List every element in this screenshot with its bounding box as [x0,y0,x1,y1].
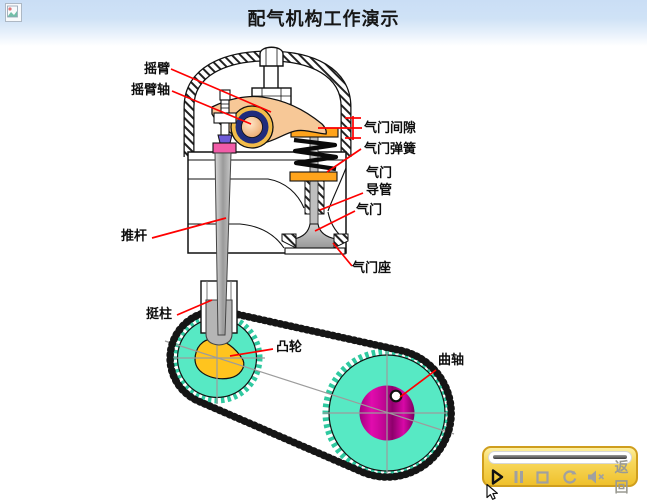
stop-icon [536,470,549,484]
replay-button[interactable] [562,469,577,485]
rocker-shaft-core [241,116,263,138]
label-valve-spring: 气门弹簧 [364,142,417,157]
leader-lines [151,68,437,398]
label-push-rod: 推杆 [121,229,148,244]
back-button[interactable]: 返回 [613,457,631,497]
center-lines [164,312,455,478]
timing-chain [166,307,455,481]
player-buttons: 返回 [491,460,631,496]
valve-spring-coil [292,137,339,172]
stop-button[interactable] [536,470,549,484]
label-tappet: 挺柱 [146,307,173,322]
play-button[interactable] [491,469,504,485]
seek-track[interactable] [493,455,627,459]
mouse-cursor [486,484,498,500]
label-crankshaft: 曲轴 [438,353,465,368]
label-valve: 气门 [356,203,383,218]
label-rocker-arm: 摇臂 [144,62,171,77]
label-valve-clearance: 气门间隙 [364,121,417,136]
push-rod-shape [214,152,232,336]
label-cam: 凸轮 [276,340,303,355]
broken-image-icon [5,3,22,22]
seek-bar[interactable] [488,451,632,464]
play-icon [491,469,504,485]
mute-button[interactable] [588,470,605,484]
pushrod-cap-pink [212,142,237,154]
label-rocker-shaft: 摇臂轴 [131,83,171,98]
player-controls: 返回 [482,446,638,496]
pause-button[interactable] [514,470,524,484]
label-valve-guide-2: 导管 [366,183,393,198]
mute-icon [588,470,605,484]
label-valve-guide-1: 气门 [366,166,393,181]
pause-icon [514,471,523,483]
pushrod-socket-purple [217,134,233,144]
tappet-group [200,152,238,346]
crank-pin [389,389,403,403]
valve-seat-base [284,247,346,255]
spring-retainer-bottom [289,171,338,182]
label-valve-seat: 气门座 [352,261,392,276]
page-title: 配气机构工作演示 [247,9,400,30]
title-band: 配气机构工作演示 [0,0,647,46]
replay-icon [563,469,577,484]
